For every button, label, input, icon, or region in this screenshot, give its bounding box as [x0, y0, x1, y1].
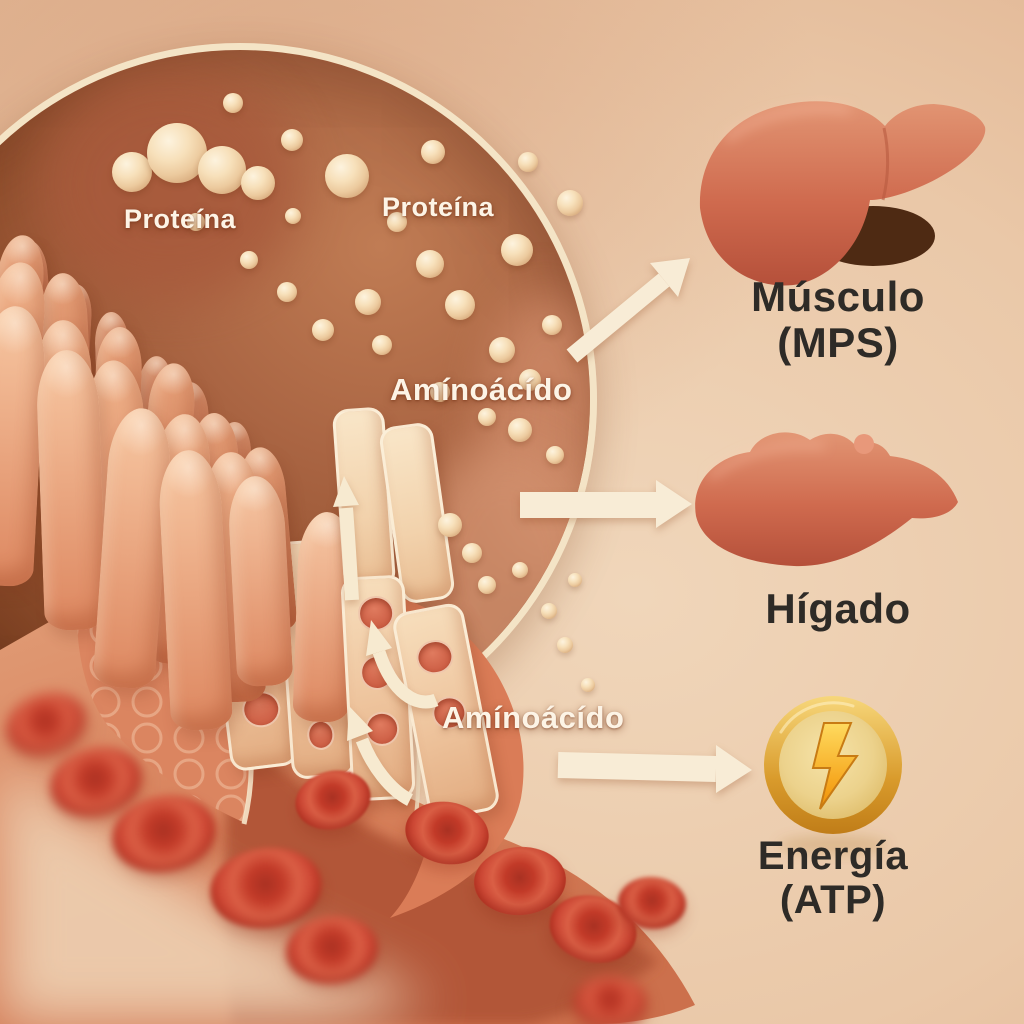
liver-lobe-divider: [881, 127, 890, 201]
aminoacid-label-blood: Amínoácído: [442, 700, 625, 735]
aminoacid-label-circle: Amínoácído: [390, 372, 573, 407]
higado-label: Hígado: [765, 585, 911, 632]
arrow-to-higado: [520, 480, 692, 528]
arrow-to-musculo: [566, 258, 690, 363]
lightning-bolt-icon: [811, 722, 859, 810]
protein-label-right: Proteína: [382, 192, 495, 222]
energia-label: Energía (ATP): [673, 834, 993, 922]
arrow-to-energia: [557, 745, 752, 793]
energia-label-line1: Energía: [757, 834, 909, 878]
musculo-organ-icon: [699, 101, 986, 286]
musculo-label-line1: Músculo: [751, 273, 925, 320]
energia-coin-icon: [764, 696, 902, 855]
musculo-label: Músculo (MPS): [678, 273, 998, 367]
musculo-label-line2: (MPS): [777, 319, 899, 367]
protein-label-left: Proteína: [124, 204, 237, 234]
higado-organ-icon: [695, 432, 958, 567]
energia-label-line2: (ATP): [779, 878, 887, 922]
